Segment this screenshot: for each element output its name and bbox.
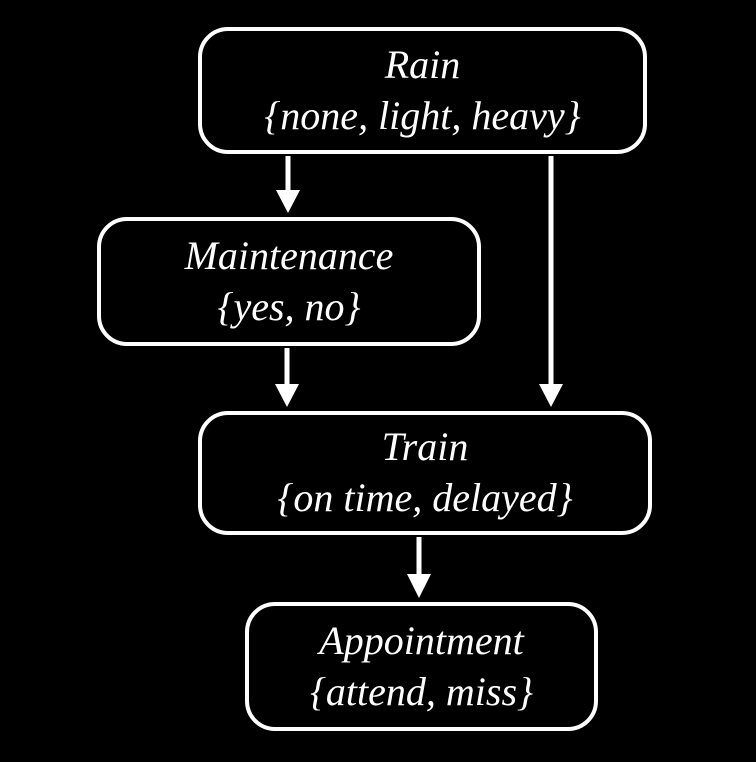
edge-maintenance-to-train-arrow [275,348,299,407]
node-train-name: Train [381,424,469,470]
edge-rain-to-train-arrow [539,156,563,407]
edge-train-to-appointment-arrow [407,537,431,598]
node-maintenance-name: Maintenance [184,232,394,278]
node-maintenance: Maintenance {yes, no} [97,217,481,346]
node-appointment: Appointment {attend, miss} [245,602,598,731]
node-maintenance-values: {yes, no} [217,283,361,329]
node-rain: Rain {none, light, heavy} [198,27,647,154]
node-rain-values: {none, light, heavy} [264,92,581,138]
node-rain-name: Rain [384,41,461,87]
node-appointment-name: Appointment [319,617,524,663]
node-train-values: {on time, delayed} [277,475,573,520]
node-train: Train {on time, delayed} [198,411,652,535]
node-appointment-values: {attend, miss} [309,668,534,714]
edge-rain-to-maintenance-arrow [276,156,300,213]
